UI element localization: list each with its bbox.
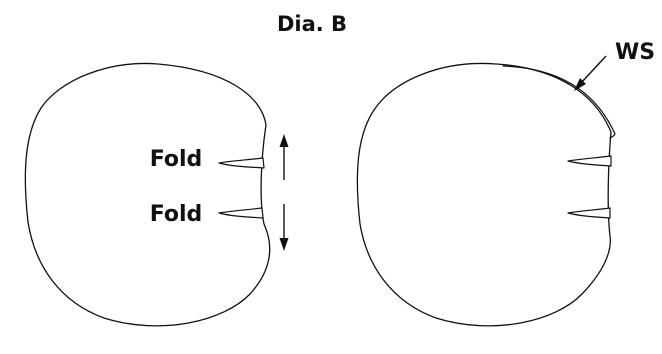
up-arrow-icon	[279, 134, 289, 180]
fold-label-lower: Fold	[150, 202, 203, 227]
left-piece-outline	[24, 62, 271, 327]
dart-lower	[567, 207, 611, 219]
left-pattern-piece: Fold Fold	[24, 62, 289, 327]
ws-fold-band	[502, 65, 616, 139]
fold-label-upper: Fold	[150, 147, 203, 172]
fold-dart-lower	[218, 207, 264, 219]
diagram-title: Dia. B	[277, 12, 347, 36]
ws-pointer-arrow-icon	[574, 55, 607, 91]
right-piece-outline	[356, 62, 612, 327]
right-pattern-piece: WS	[356, 40, 655, 327]
fold-dart-upper	[218, 157, 265, 169]
ws-label: WS	[615, 40, 655, 65]
down-arrow-icon	[279, 204, 289, 251]
dart-upper	[567, 155, 612, 167]
